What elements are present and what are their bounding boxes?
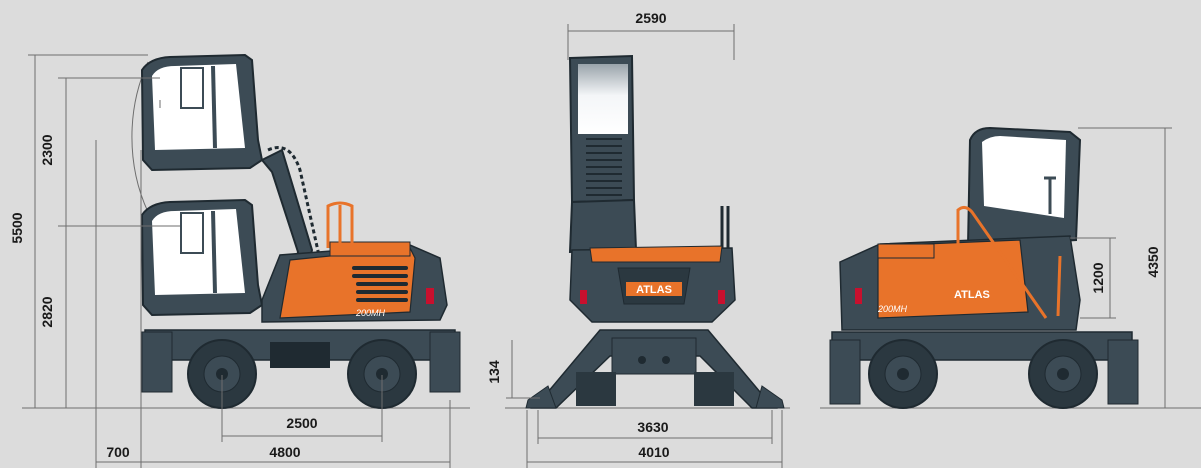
front-light-right	[718, 290, 725, 304]
engine-louvres	[352, 266, 408, 302]
rear-tail-light	[855, 288, 862, 304]
front-counterweight-top	[589, 245, 723, 263]
rear-counterweight	[877, 239, 1029, 319]
model-badge: 200MH	[355, 308, 386, 318]
front-light-left	[580, 290, 587, 304]
rear-model-badge: 200MH	[877, 304, 908, 314]
rear-view: ATLAS 200MH	[829, 126, 1139, 409]
front-tyres-left	[576, 372, 616, 406]
front-logo-plate	[626, 282, 682, 296]
side-view: 200MH	[131, 53, 461, 409]
dim-rear-guard-height: 1200	[1090, 262, 1106, 293]
rear-wheel-rear	[1028, 339, 1098, 409]
dim-overall-length: 4800	[269, 444, 300, 460]
cab-lowered	[140, 198, 264, 317]
dim-front-offset: 700	[106, 444, 130, 460]
dim-width-top: 2590	[635, 10, 666, 26]
dim-outrigger-inner: 3630	[637, 419, 668, 435]
rear-cab-window	[982, 136, 1066, 218]
dim-outrigger-outer: 4010	[638, 444, 669, 460]
rear-handrail	[956, 205, 1048, 319]
dim-cab-height-lowered: 2820	[39, 296, 55, 327]
front-cab-window	[578, 64, 628, 134]
cab-raised	[140, 53, 264, 172]
tail-light	[426, 288, 434, 304]
engine-cover	[329, 241, 411, 257]
front-outrigger	[141, 331, 173, 393]
dim-rear-height: 4350	[1145, 246, 1161, 277]
front-view: ATLAS	[525, 54, 785, 409]
front-tyres-right	[694, 372, 734, 406]
front-pad-right	[755, 385, 785, 409]
front-pad-left	[525, 385, 557, 409]
rear-engine-cover	[877, 243, 935, 259]
rear-outrigger-left	[829, 339, 861, 405]
front-logo: ATLAS	[636, 284, 672, 296]
front-wheel	[187, 339, 257, 409]
rear-wheel-front	[868, 339, 938, 409]
dim-wheelbase: 2500	[286, 415, 317, 431]
dim-ground-clearance: 134	[486, 360, 502, 384]
dim-overall-height: 5500	[9, 212, 25, 243]
rear-wheel	[347, 339, 417, 409]
handrail	[326, 201, 354, 248]
rear-outrigger	[429, 331, 461, 393]
dim-cab-lift: 2300	[39, 134, 55, 165]
rear-logo: ATLAS	[954, 289, 990, 301]
dimension-lines	[28, 24, 1172, 468]
rear-outrigger-right	[1107, 339, 1139, 405]
